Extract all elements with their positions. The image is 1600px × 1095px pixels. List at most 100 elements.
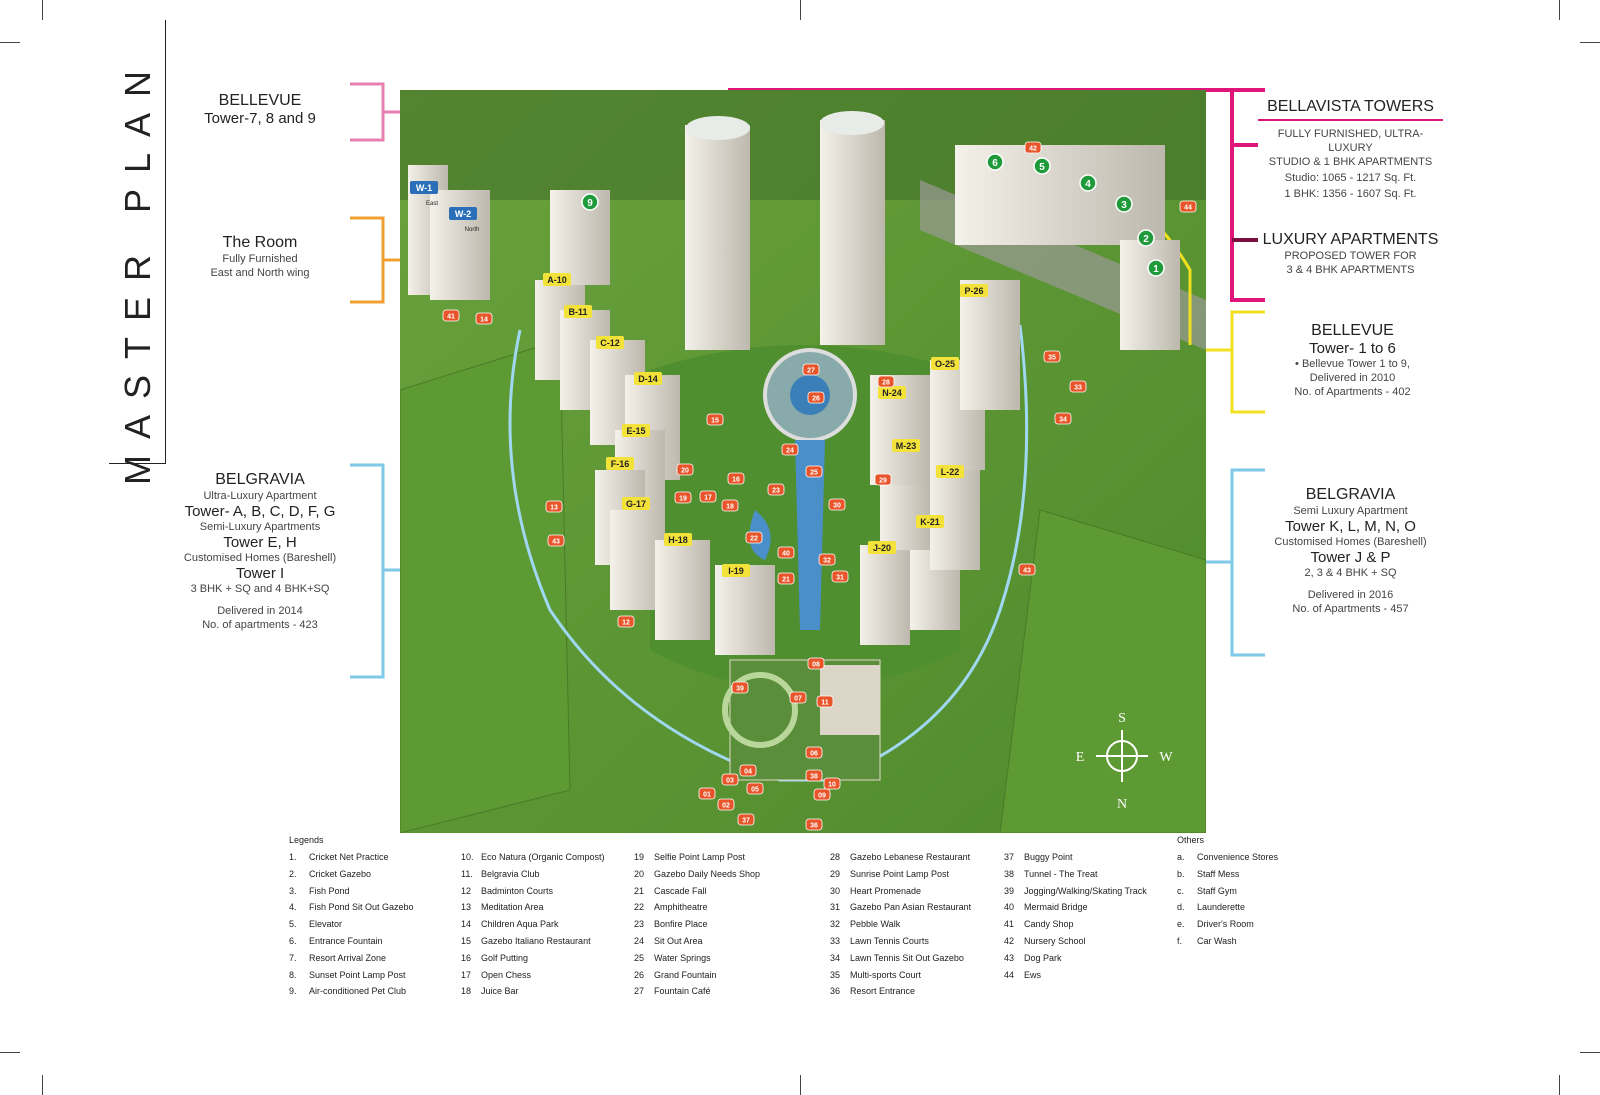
legend-item-text: Fountain Café <box>654 986 711 997</box>
tower-label-text: W-2 <box>455 209 471 219</box>
label-line: PROPOSED TOWER FOR <box>1284 250 1417 262</box>
amenity-marker: 32 <box>818 553 836 566</box>
amenity-marker-text: 19 <box>679 496 687 503</box>
legend-item: 43 Dog Park <box>1004 950 1147 967</box>
legend-item-text: Bonfire Place <box>654 919 708 930</box>
legend-item: b.Staff Mess <box>1177 866 1278 883</box>
bellevue-tower-number: 2 <box>1137 229 1155 247</box>
amenity-marker-text: 29 <box>879 478 887 485</box>
amenity-marker-text: 18 <box>726 504 734 511</box>
bellevue-tower-number-text: 5 <box>1039 162 1045 173</box>
legend-item-number: f. <box>1177 935 1183 946</box>
label-line: 3 BHK + SQ and 4 BHK+SQ <box>190 583 330 595</box>
legend-item-number: 10. <box>461 852 474 862</box>
amenity-marker: 26 <box>807 391 825 404</box>
legend-item-number: e. <box>1177 919 1185 930</box>
legend-item-number: 38 <box>1004 868 1015 879</box>
amenity-marker-text: 23 <box>772 488 780 495</box>
amenity-marker: 33 <box>1069 380 1087 393</box>
label-heading: BELLAVISTA TOWERS <box>1258 98 1443 121</box>
amenity-marker: 01 <box>698 787 716 800</box>
amenity-marker: 12 <box>617 615 635 628</box>
amenity-marker: 38 <box>805 769 823 782</box>
amenity-marker: 04 <box>739 764 757 777</box>
tower-label: O-25 <box>931 357 959 370</box>
amenity-marker: 07 <box>789 691 807 704</box>
legend-item-number: 9. <box>289 986 297 997</box>
tower-label: L-22 <box>936 465 964 478</box>
amenity-marker-text: 44 <box>1184 205 1192 212</box>
legend-item: 35 Multi-sports Court <box>830 967 971 984</box>
label-line: FULLY FURNISHED, ULTRA-LUXURY <box>1277 128 1424 154</box>
legend-item-text: Juice Bar <box>481 986 519 997</box>
legend-item-text: Golf Putting <box>481 952 529 963</box>
tower-label-text: J-20 <box>873 543 891 553</box>
crop-mark <box>1580 42 1600 43</box>
legend-item-text: Cascade Fall <box>654 885 707 896</box>
tower-label-text: W-1 <box>416 183 432 193</box>
label-line: No. of Apartments - 402 <box>1294 386 1411 398</box>
amenity-marker-text: 30 <box>833 503 841 510</box>
amenity-marker-text: 25 <box>810 470 818 477</box>
tower-label: G-17 <box>622 497 650 510</box>
legend-item-text: Pebble Walk <box>850 919 901 930</box>
label-line: Semi-Luxury Apartments <box>199 521 321 533</box>
amenity-marker-text: 15 <box>711 418 719 425</box>
amenity-marker: 06 <box>805 746 823 759</box>
legend-item-text: Tunnel - The Treat <box>1024 868 1098 879</box>
crop-mark <box>800 1075 801 1095</box>
legend-item-number: 41 <box>1004 919 1015 930</box>
legend-item-text: Amphitheatre <box>654 902 708 913</box>
amenity-marker: 23 <box>767 483 785 496</box>
amenity-marker-text: 34 <box>1059 417 1067 424</box>
amenity-marker: 13 <box>545 500 563 513</box>
amenity-marker-text: 26 <box>812 396 820 403</box>
legend-title: Legends <box>289 835 324 845</box>
bellevue-tower-number: 6 <box>986 153 1004 171</box>
bellevue-tower-number: 9 <box>581 193 599 211</box>
legend-item-text: Dog Park <box>1024 952 1062 963</box>
legend-item-text: Gazebo Lebanese Restaurant <box>850 852 971 862</box>
compass-top: S <box>1118 711 1126 726</box>
label-line: Semi Luxury Apartment <box>1293 505 1408 517</box>
amenity-marker: 18 <box>721 499 739 512</box>
amenity-marker: 24 <box>781 443 799 456</box>
legend-item-text: Children Aqua Park <box>481 919 559 930</box>
legend-item-text: Buggy Point <box>1024 852 1073 862</box>
legend-item-text: Lawn Tennis Sit Out Gazebo <box>850 952 964 963</box>
legend-item-text: Ews <box>1024 969 1042 980</box>
bellevue-tower-number: 3 <box>1115 195 1133 213</box>
legend-item-number: 33 <box>830 935 841 946</box>
legend-item-number: 35 <box>830 969 841 980</box>
label-line: 1 BHK: 1356 - 1607 Sq. Ft. <box>1284 188 1417 200</box>
legend-item-text: Multi-sports Court <box>850 969 922 980</box>
amenity-marker-text: 36 <box>810 823 818 830</box>
legend-item-number: 43 <box>1004 952 1015 963</box>
tower-wing-note: North <box>465 227 480 233</box>
legend-item-number: 6. <box>289 935 297 946</box>
tower-label: B-11 <box>564 305 592 318</box>
amenity-marker-text: 20 <box>681 468 689 475</box>
bellavista-towers <box>685 111 885 350</box>
label-line: Ultra-Luxury Apartment <box>203 490 317 502</box>
bellevue-tower-number: 4 <box>1079 174 1097 192</box>
amenity-marker-text: 11 <box>821 700 829 707</box>
legend-item-text: Heart Promenade <box>850 885 922 896</box>
legend-item-number: 7. <box>289 952 297 963</box>
legend-item-text: Gazebo Daily Needs Shop <box>654 868 761 879</box>
cascade-channel <box>795 440 825 630</box>
legend-item: d.Launderette <box>1177 899 1278 916</box>
legend-item-text: Fish Pond <box>309 885 350 896</box>
legend-item-text: Eco Natura (Organic Compost) <box>481 852 605 862</box>
amenity-marker: 34 <box>1054 412 1072 425</box>
label-line: 2, 3 & 4 BHK + SQ <box>1304 567 1397 579</box>
amenity-marker: 25 <box>805 465 823 478</box>
amenity-marker: 43 <box>1018 563 1036 576</box>
label-line: Customised Homes (Bareshell) <box>1274 536 1427 548</box>
label-line: Delivered in 2016 <box>1307 589 1394 601</box>
